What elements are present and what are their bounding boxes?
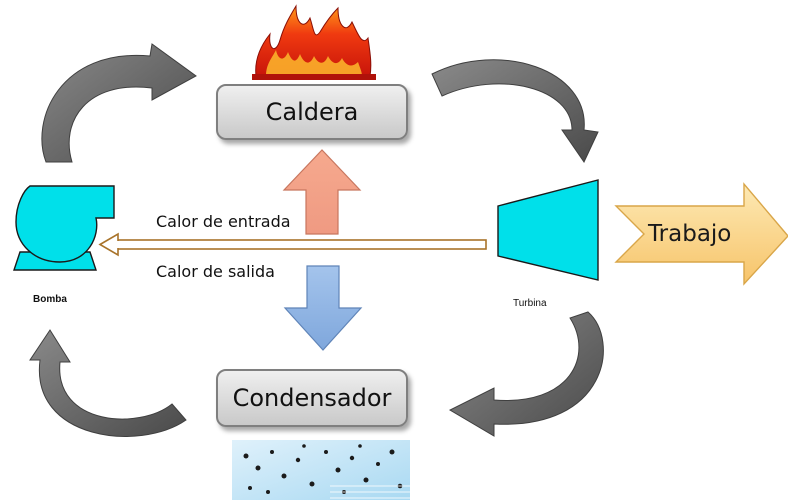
work-label: Trabajo (648, 221, 732, 247)
turbine-icon (497, 179, 599, 281)
pump-icon (13, 185, 115, 271)
cycle-arrow-turbine-to-condenser (448, 311, 604, 437)
turbine-label: Turbina (513, 298, 547, 309)
heat-transfer-line (98, 232, 487, 257)
work-output-arrow (614, 182, 788, 286)
pump-label: Bomba (33, 294, 67, 305)
heat-out-arrow (283, 265, 363, 351)
heat-out-label: Calor de salida (156, 262, 275, 281)
frost-image (232, 440, 410, 500)
heat-in-arrow (282, 149, 362, 235)
condenser-box: Condensador (216, 369, 408, 427)
cycle-arrow-pump-to-boiler (41, 43, 197, 163)
condenser-label: Condensador (232, 384, 392, 412)
boiler-box: Caldera (216, 84, 408, 140)
cycle-arrow-boiler-to-turbine (431, 59, 599, 164)
heat-in-label: Calor de entrada (156, 212, 291, 231)
boiler-label: Caldera (265, 98, 359, 126)
fire-icon (252, 4, 376, 80)
cycle-arrow-condenser-to-pump (29, 329, 187, 437)
